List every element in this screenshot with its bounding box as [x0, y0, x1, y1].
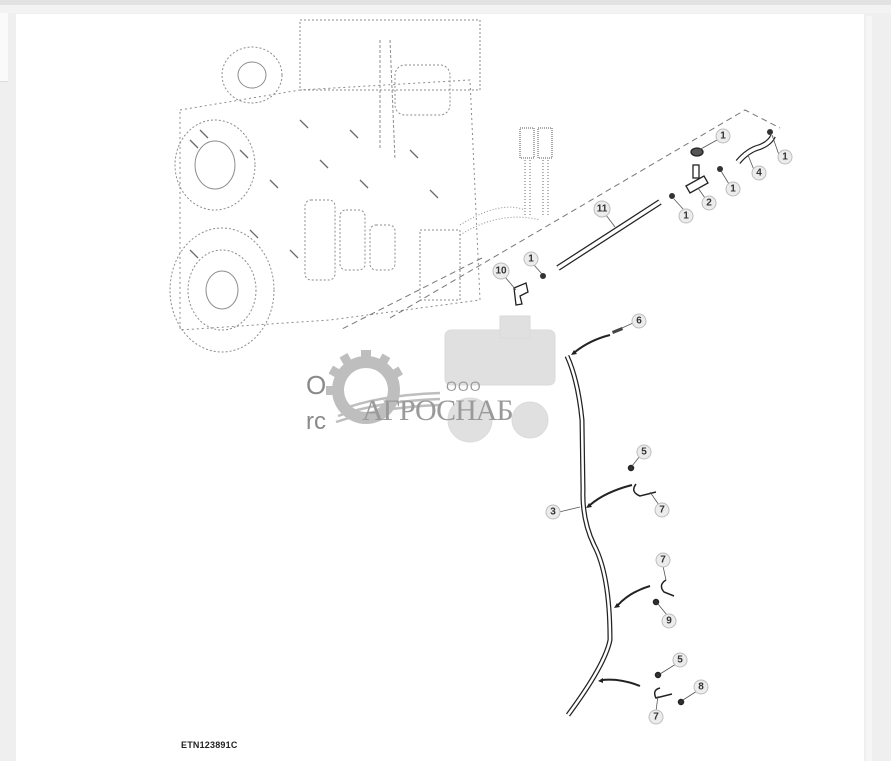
arrows	[574, 334, 651, 687]
callout-3: 3	[545, 504, 561, 520]
callout-6: 6	[631, 313, 647, 329]
svg-text:10: 10	[495, 266, 507, 277]
watermark-prefix: ООО	[446, 378, 482, 394]
exploded-view-outline	[339, 109, 781, 331]
callout-5: 5	[636, 444, 652, 460]
fitting-6	[612, 327, 623, 334]
callout-4: 4	[751, 165, 767, 181]
svg-text:8: 8	[698, 682, 704, 693]
svg-text:7: 7	[653, 712, 659, 723]
svg-text:7: 7	[660, 555, 666, 566]
swoosh	[335, 391, 441, 424]
callout-1: 1	[678, 208, 694, 224]
figure-id: ETN123891C	[181, 740, 238, 750]
callout-labels: 1 1 1 1 1 2 4 11 10 6 5 7 3 7 9 5 8 7	[492, 128, 793, 725]
pipe-3	[564, 354, 613, 717]
clamps-1	[540, 129, 773, 279]
top-strip	[0, 5, 891, 13]
callout-7: 7	[655, 552, 671, 568]
callout-10: 10	[492, 262, 510, 280]
svg-text:1: 1	[782, 152, 788, 163]
arrowheads	[571, 350, 620, 683]
combine-harvester-icon	[444, 315, 556, 443]
left-side-panel	[0, 13, 8, 82]
clamp-7b	[652, 579, 675, 606]
svg-text:1: 1	[528, 254, 534, 265]
callout-1: 1	[725, 181, 741, 197]
svg-text:1: 1	[683, 211, 689, 222]
callout-11: 11	[593, 200, 611, 218]
svg-text:7: 7	[659, 505, 665, 516]
svg-text:4: 4	[756, 168, 762, 179]
callout-1: 1	[777, 149, 793, 165]
elbow-fitting-10	[513, 282, 529, 306]
clamp-7a	[627, 464, 657, 497]
svg-text:5: 5	[641, 447, 647, 458]
hose-11	[556, 199, 662, 271]
svg-text:11: 11	[597, 204, 608, 215]
callout-2: 2	[701, 195, 717, 211]
svg-text:6: 6	[636, 316, 642, 327]
callout-1: 1	[523, 251, 539, 267]
right-gutter	[866, 16, 872, 761]
callout-8: 8	[693, 679, 709, 695]
hose-4	[735, 134, 776, 164]
background-text-fragment: rc	[306, 408, 326, 435]
callout-9: 9	[661, 613, 677, 629]
watermark-logo	[326, 315, 556, 443]
svg-text:3: 3	[550, 507, 556, 518]
leader-lines	[504, 134, 780, 712]
callout-5: 5	[672, 652, 688, 668]
svg-text:2: 2	[706, 198, 712, 209]
watermark-name: АГРОСНАБ	[362, 394, 514, 427]
svg-text:1: 1	[720, 131, 726, 142]
engine-illustration	[169, 19, 553, 353]
browser-top-bar	[0, 0, 891, 5]
callout-1: 1	[715, 128, 731, 144]
svg-text:1: 1	[730, 184, 736, 195]
svg-text:5: 5	[677, 655, 683, 666]
background-text-fragment: O	[306, 370, 327, 400]
callout-7: 7	[654, 502, 670, 518]
svg-text:9: 9	[666, 616, 672, 627]
tee-fitting-2	[685, 147, 709, 194]
clamp-7c	[653, 671, 685, 706]
callout-7: 7	[648, 709, 664, 725]
